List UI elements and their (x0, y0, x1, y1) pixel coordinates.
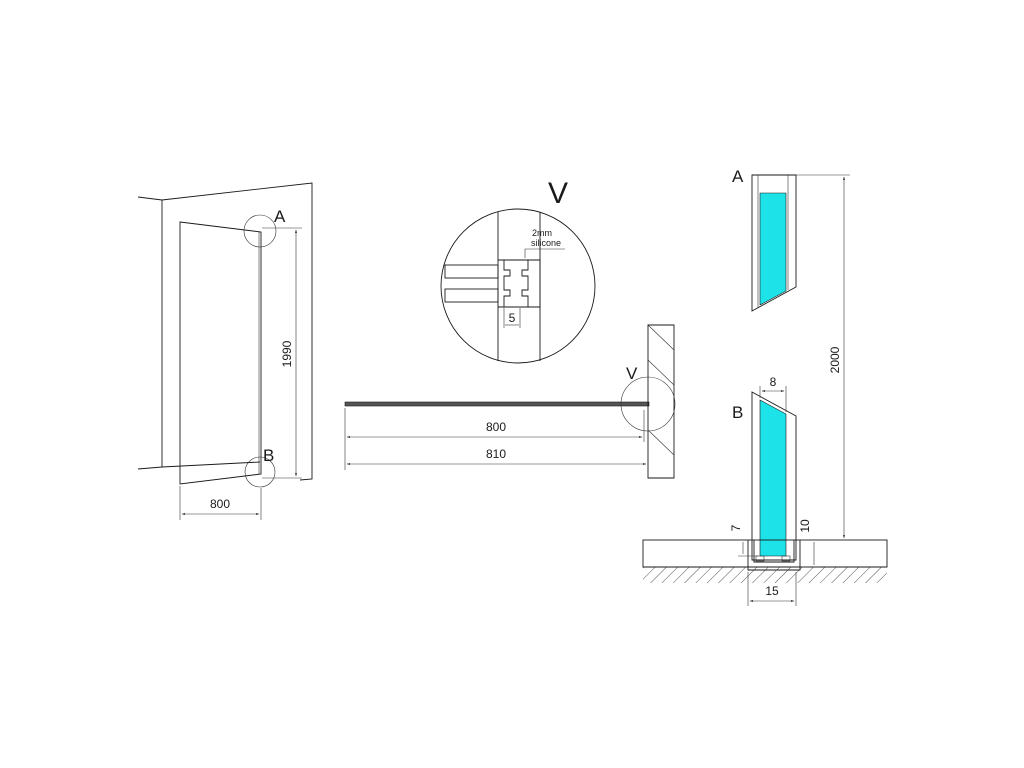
plan-dim-800-text: 800 (486, 420, 506, 434)
plan-wall-hatch1 (647, 324, 675, 351)
label-a: A (274, 207, 286, 226)
detail-circle-a (243, 214, 277, 248)
silicone-label-line2: silicone (531, 238, 561, 248)
section-label-b: B (732, 403, 743, 422)
depth7-dim-text: 7 (729, 524, 743, 531)
silicone-label-line1: 2mm (532, 228, 552, 238)
detail-glass-bottom (444, 288, 499, 303)
section-b-profile (751, 391, 797, 561)
width15-dim-text: 15 (765, 584, 779, 598)
floor-channel (747, 540, 801, 571)
section-label-a: A (732, 167, 744, 186)
dim-height-text: 1990 (280, 340, 294, 367)
wall-outline (137, 182, 313, 481)
plan-view: V 800 810 (344, 324, 676, 479)
plan-wall-hatch2 (647, 359, 675, 386)
silicone-leader (524, 248, 565, 258)
glass-dim-text: 8 (770, 375, 777, 389)
dim-width-text: 800 (210, 497, 230, 511)
front-view: A B 1990 800 (137, 182, 313, 520)
glass-panel (179, 221, 262, 485)
depth10-dim-text: 10 (798, 519, 812, 533)
ground-hatch (643, 567, 887, 583)
plan-glass-panel (344, 401, 650, 407)
section-b-glass (759, 399, 787, 557)
gap-dim-text: 5 (509, 311, 516, 325)
section-a-glass (759, 192, 787, 306)
plan-wall (647, 324, 675, 479)
plan-label-v: V (626, 364, 638, 383)
detail-v-title: V (548, 177, 568, 210)
sec-height-text: 2000 (828, 346, 842, 373)
label-b: B (263, 446, 274, 465)
detail-v-circle (440, 208, 596, 364)
section-view: A B 2000 8 15 7 (642, 167, 888, 606)
channel-seal-left (755, 555, 765, 562)
detail-profile (498, 259, 541, 308)
section-a-profile (751, 174, 797, 312)
detail-circle-b (244, 456, 276, 488)
floor-line (137, 461, 261, 470)
plan-wall-hatch3 (647, 429, 675, 456)
channel-seal-right (781, 555, 791, 562)
plan-dim-810-text: 810 (486, 447, 506, 461)
detail-v: V 2mm silicone 5 (440, 177, 596, 364)
detail-glass-top (444, 264, 499, 279)
